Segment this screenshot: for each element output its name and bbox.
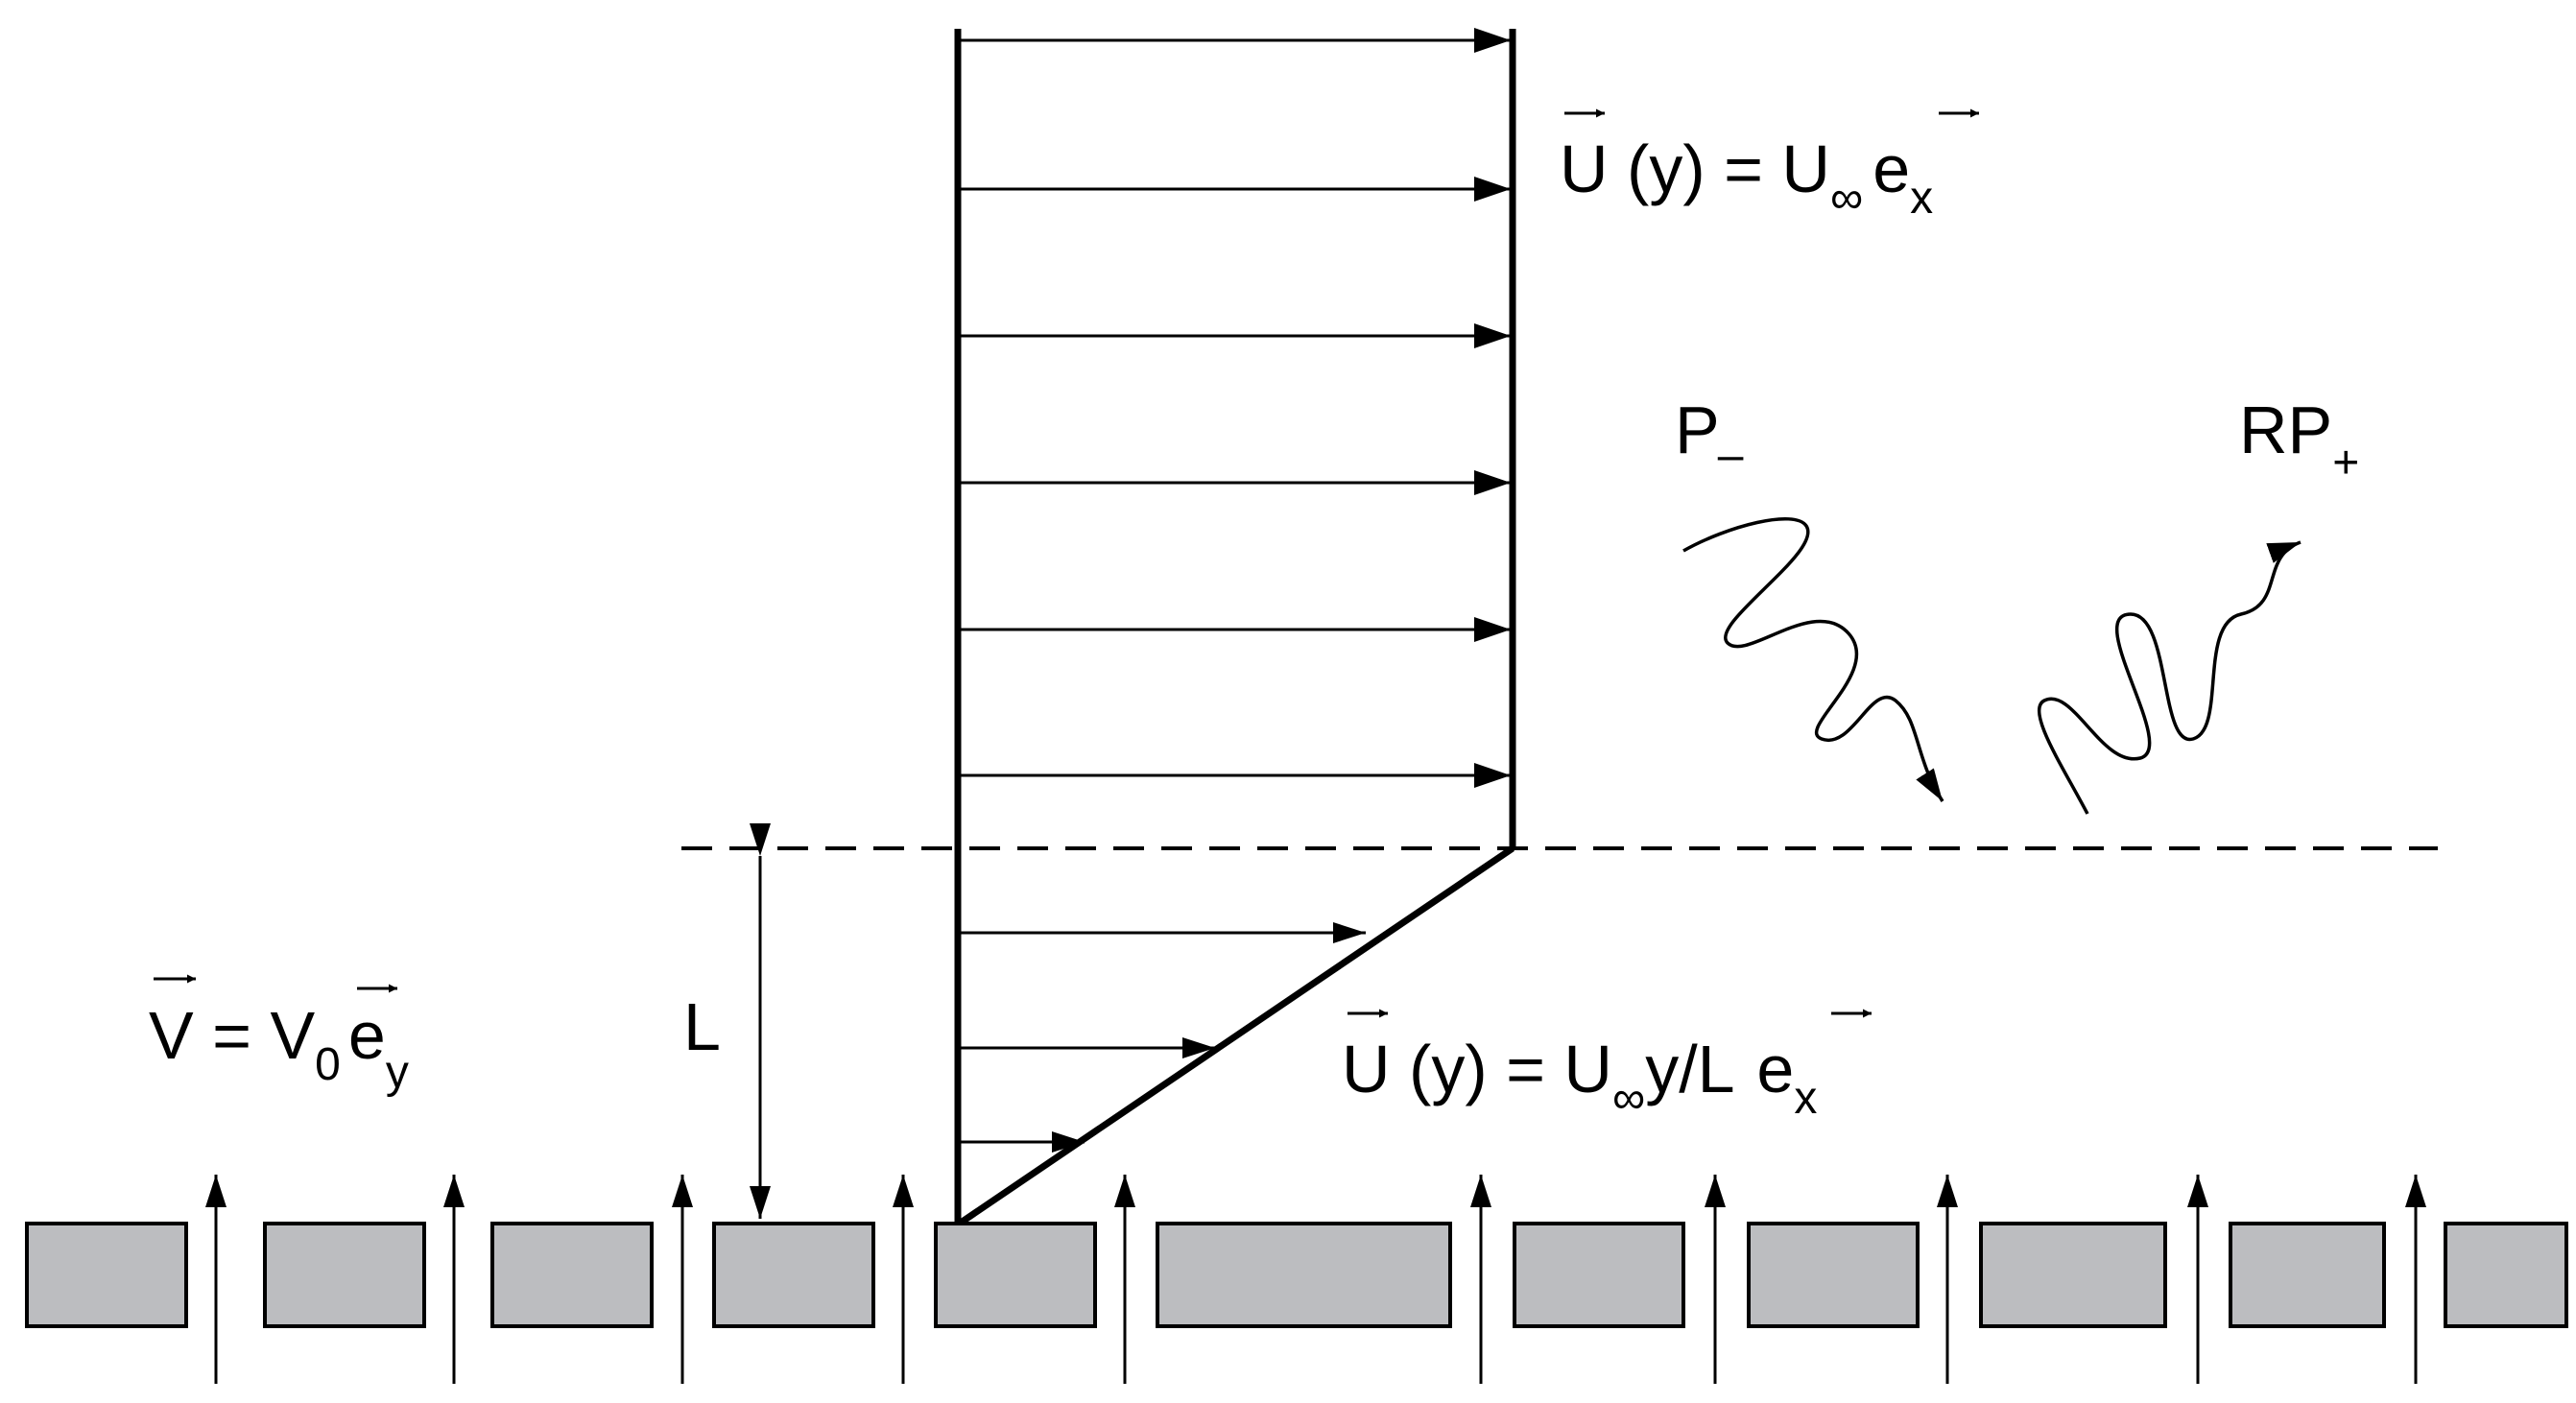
wall-block <box>1513 1222 1685 1328</box>
length-label: L <box>683 989 721 1064</box>
wall-block <box>2444 1222 2568 1328</box>
reflected-wave <box>2038 540 2302 815</box>
uniform-velocity-label: U (y) = U∞ex <box>1560 131 1933 224</box>
label-uniform-velocity: U (y) = U∞ex <box>1560 108 1979 224</box>
wall-block <box>2229 1222 2386 1328</box>
shear-profile-line <box>959 845 1515 1225</box>
shear-velocity-label: U (y) = U∞y/L ex <box>1342 1032 1817 1124</box>
reflected-wave-label: RP+ <box>2239 392 2359 488</box>
incident-wave <box>1682 517 1944 802</box>
wall-suction-arrows <box>205 1175 2426 1384</box>
incident-wave-label: P– <box>1675 392 1744 481</box>
label-shear-velocity: U (y) = U∞y/L ex <box>1342 1009 1872 1124</box>
porous-wall <box>25 1222 2568 1328</box>
wall-block <box>712 1222 875 1328</box>
shear-flow-arrows <box>961 922 1366 1153</box>
wall-block <box>1979 1222 2167 1328</box>
wall-block <box>934 1222 1097 1328</box>
wall-block <box>25 1222 188 1328</box>
wall-block <box>263 1222 426 1328</box>
wall-block <box>490 1222 654 1328</box>
uniform-flow-arrows <box>961 28 1511 788</box>
wall-block <box>1747 1222 1920 1328</box>
wall-block <box>1156 1222 1452 1328</box>
